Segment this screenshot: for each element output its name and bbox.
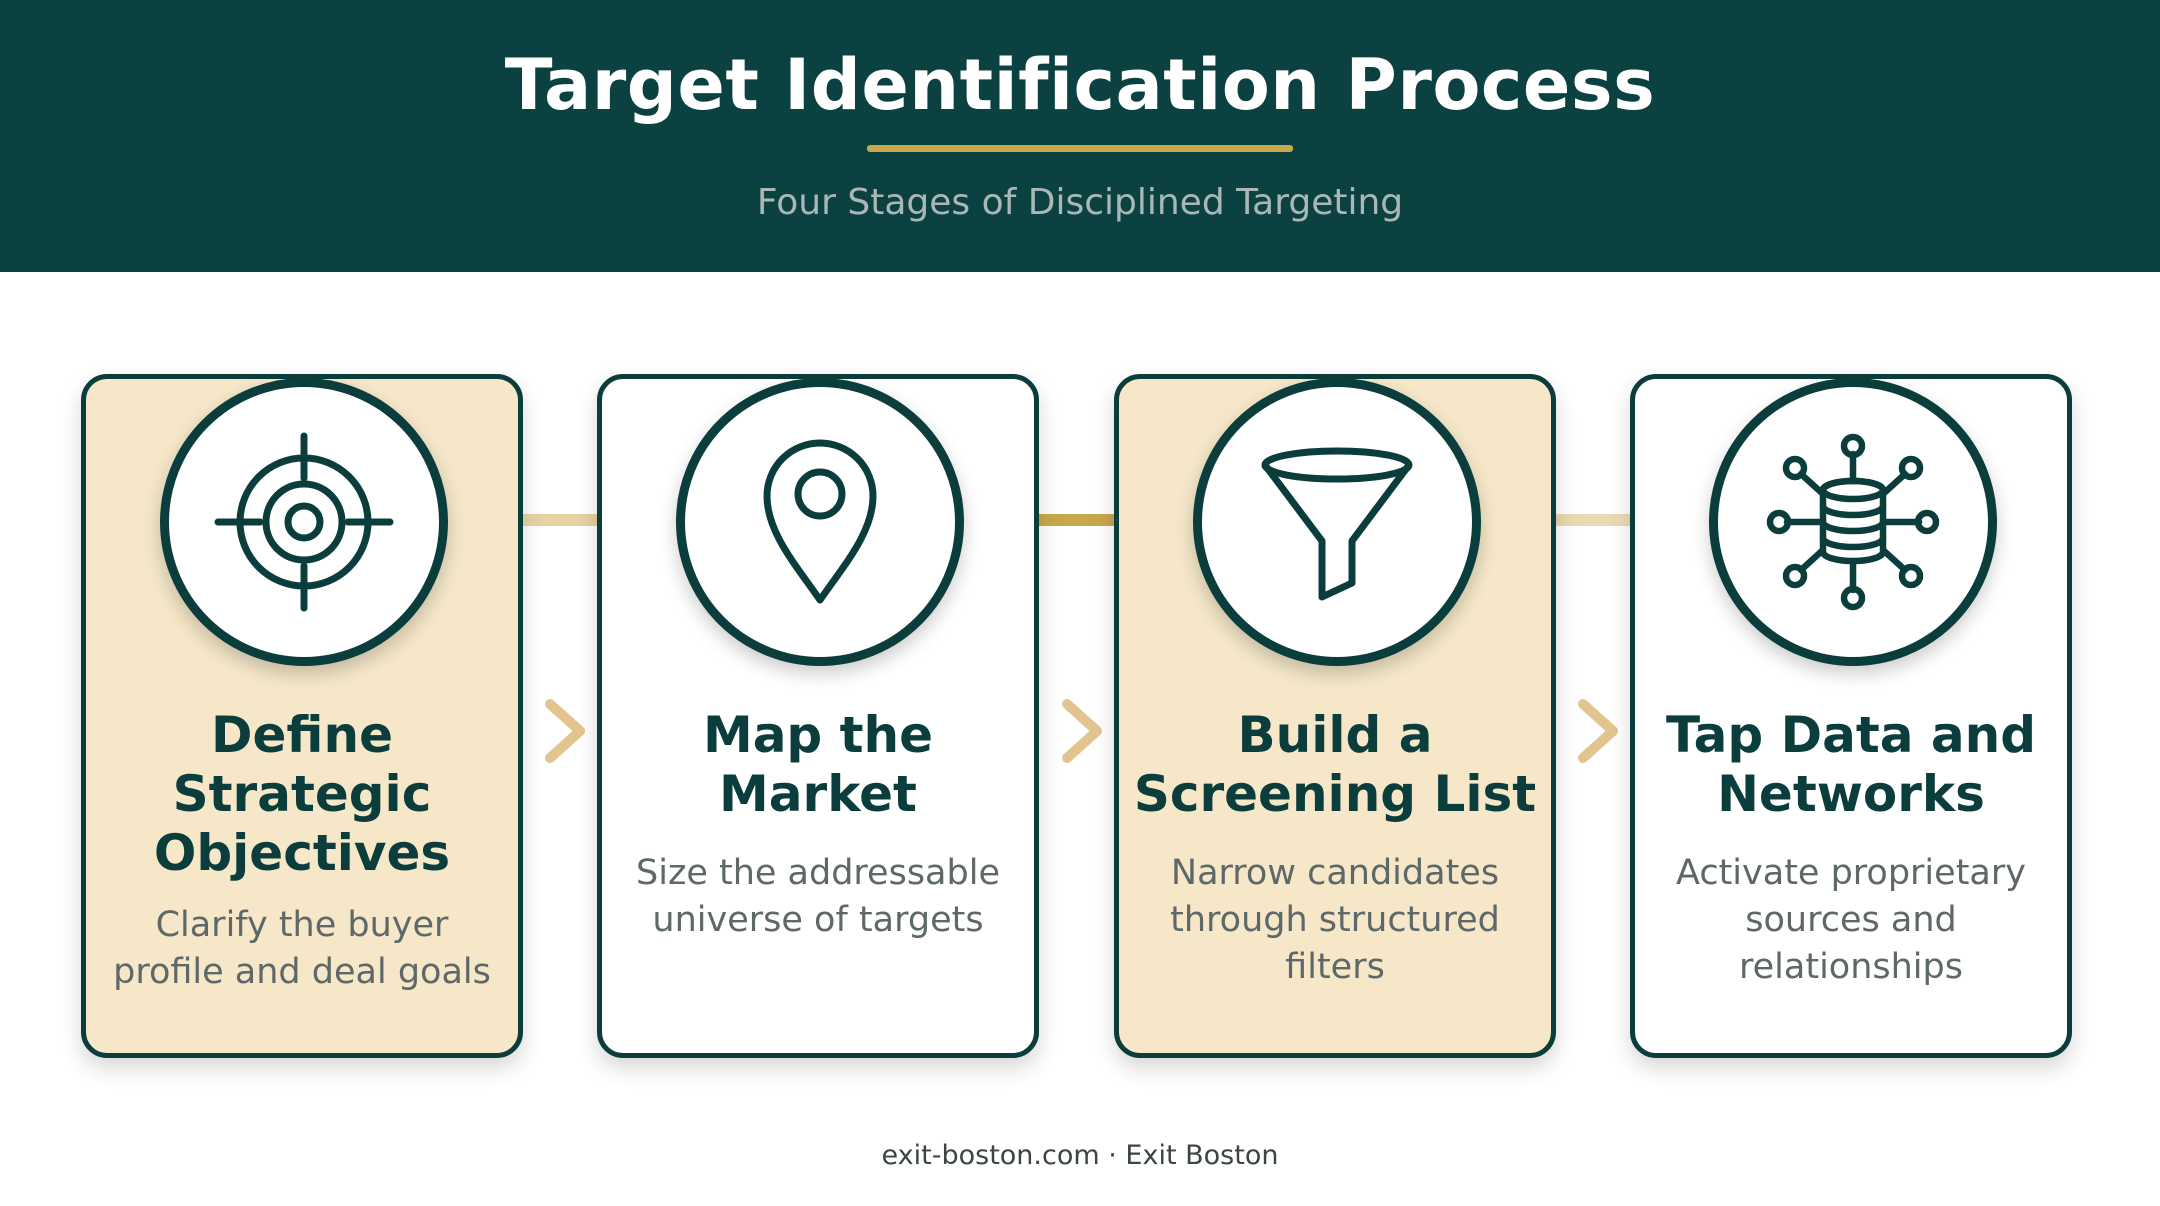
chevron-right-icon (1578, 699, 1618, 763)
stage-4-icon-circle (1709, 378, 1997, 666)
target-icon (214, 432, 394, 612)
chevron-right-icon (1062, 699, 1102, 763)
stage-2-title: Map the Market (702, 706, 934, 823)
map-pin-icon (763, 439, 877, 604)
stage-3-title: Build a Screening List (1133, 706, 1537, 823)
chevron-right-icon (545, 699, 585, 763)
funnel-icon (1261, 447, 1413, 601)
stage-1-icon-circle (160, 378, 448, 666)
database-network-icon (1766, 433, 1940, 611)
stage-3-description: Narrow candidates through structured fil… (1170, 853, 1500, 987)
stage-2-description: Size the addressable universe of targets (636, 853, 1000, 940)
footer-credit: exit-boston.com · Exit Boston (881, 1140, 1279, 1171)
stage-1-description: Clarify the buyer profile and deal goals (113, 905, 491, 992)
stage-4-description: Activate proprietary sources and relatio… (1676, 853, 2026, 987)
header-banner: Target Identification Process Four Stage… (0, 0, 2160, 272)
stage-2-icon-circle (676, 378, 964, 666)
title-underline (867, 145, 1293, 152)
stage-1-title: Define Strategic Objectives (153, 706, 451, 882)
page-subtitle: Four Stages of Disciplined Targeting (756, 182, 1404, 223)
stage-4-title: Tap Data and Networks (1665, 706, 2037, 823)
stage-3-icon-circle (1193, 378, 1481, 666)
page-title: Target Identification Process (504, 44, 1656, 126)
